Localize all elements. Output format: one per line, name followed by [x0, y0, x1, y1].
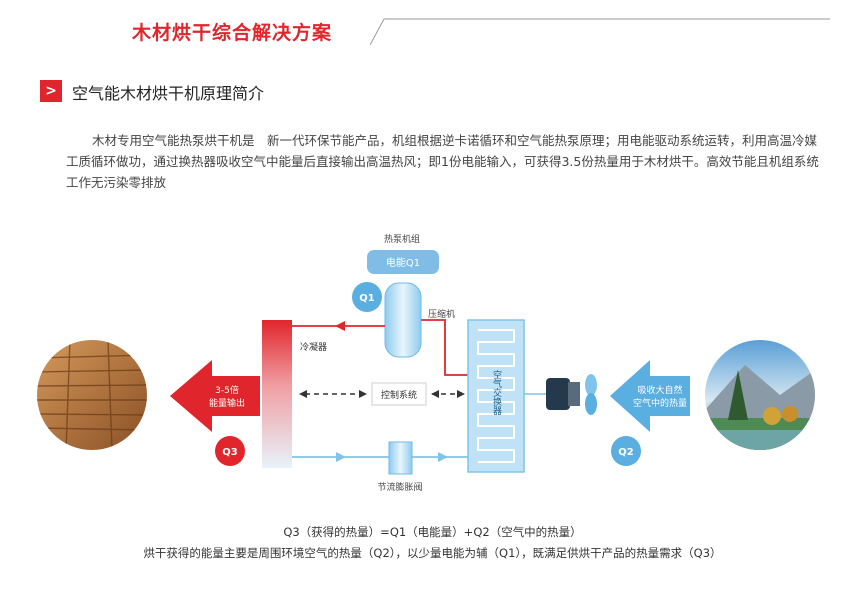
page-title: 木材烘干综合解决方案: [132, 22, 333, 44]
power-box: [367, 250, 439, 274]
power-box-label: 电能Q1: [386, 256, 420, 269]
header-divider: [370, 18, 830, 46]
energy-formula: Q3（获得的热量）=Q1（电能量）+Q2（空气中的热量）: [283, 525, 582, 539]
q3-badge: [215, 436, 245, 466]
fan-icon: [524, 374, 597, 415]
condenser-label: 冷凝器: [300, 341, 327, 353]
wood-stack-image: [37, 340, 147, 450]
q2-badge: [611, 436, 641, 466]
expansion-valve-label: 节流膨胀阀: [377, 481, 422, 493]
heat-pump-diagram: 3-5倍 能量输出 冷凝器 Q3 热泵机组 电能Q1 Q1 压缩机 节流膨胀阀 …: [37, 233, 815, 493]
output-arrow-label-2: 能量输出: [209, 397, 245, 409]
section-chevron-icon: >: [40, 80, 62, 102]
q1-badge-label: Q1: [359, 293, 375, 304]
air-exchanger-label: 空气交换器: [491, 369, 502, 415]
energy-explanation: 烘干获得的能量主要是周围环境空气的热量（Q2），以少量电能为辅（Q1），既满足供…: [143, 546, 722, 560]
intro-paragraph: 木材专用空气能热泵烘干机是 新一代环保节能产品，机组根据逆卡诺循环和空气能热泵原…: [66, 133, 819, 190]
condenser: 冷凝器: [262, 320, 327, 468]
compressor-label: 压缩机: [428, 308, 455, 320]
air-exchanger: 空气交换器: [467, 319, 525, 473]
nature-landscape-image: [705, 340, 815, 450]
q1-badge: [352, 282, 382, 312]
input-arrow-label-1: 吸收大自然: [637, 384, 682, 396]
heat-pump-unit-label: 热泵机组: [384, 233, 420, 245]
expansion-valve: [388, 441, 413, 475]
energy-output-arrow: 3-5倍 能量输出: [170, 360, 260, 432]
section-heading: 空气能木材烘干机原理简介: [72, 84, 265, 103]
input-arrow-label-2: 空气中的热量: [633, 397, 687, 409]
control-system-box: [371, 382, 427, 406]
compressor: [384, 282, 422, 358]
control-system-label: 控制系统: [381, 389, 417, 401]
heat-input-arrow: 吸收大自然 空气中的热量: [610, 360, 690, 432]
q3-badge-label: Q3: [222, 447, 238, 458]
q2-badge-label: Q2: [618, 447, 634, 458]
output-arrow-label-1: 3-5倍: [215, 384, 239, 396]
